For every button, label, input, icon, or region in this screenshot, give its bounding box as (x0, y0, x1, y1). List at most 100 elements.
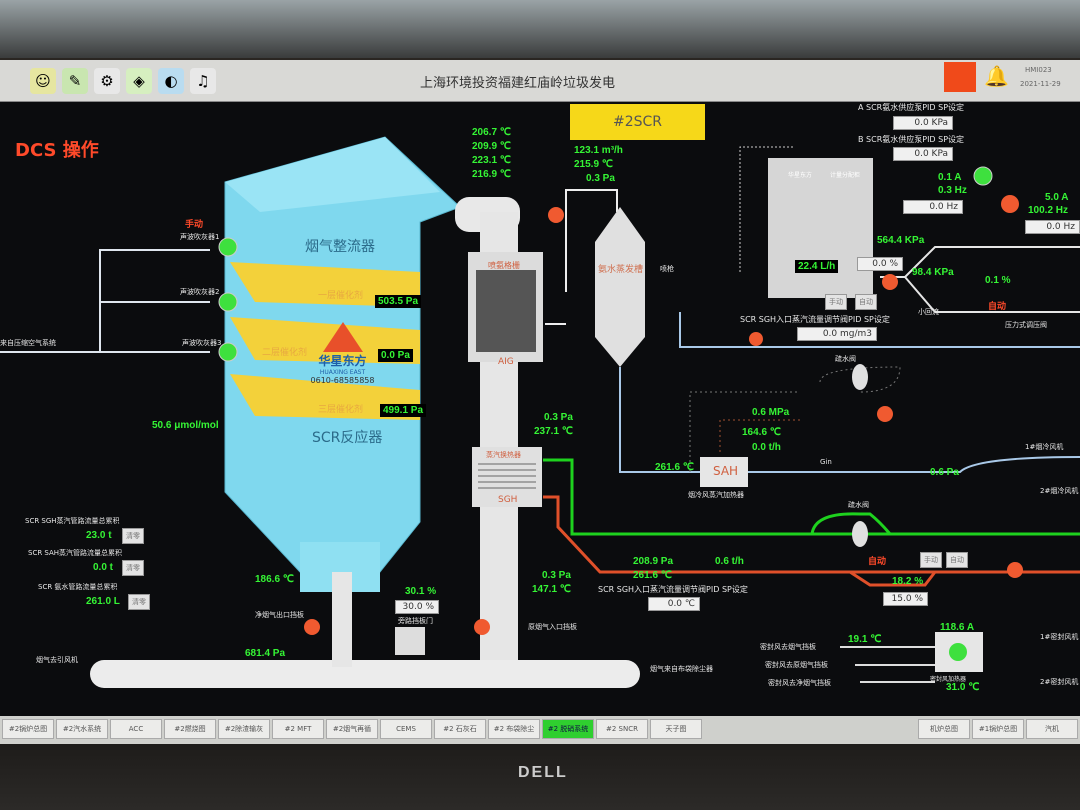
sgh-pid-sp[interactable]: 0.0 mg/m3 (797, 327, 877, 341)
total-nh3-label: SCR 氨水管路流量总累积 (38, 583, 118, 591)
total-sgh-reset[interactable]: 清零 (122, 528, 144, 544)
ammonia-line-values: 123.1 m³/h 215.9 ℃ 0.3 Pa (574, 144, 623, 186)
users-icon[interactable]: ☺ (30, 68, 56, 94)
steam-valve-sp[interactable]: 15.0 % (883, 592, 928, 606)
steam-auto-button[interactable]: 自动 (946, 552, 968, 568)
seal-line-1: 密封风去烟气挡板 (760, 643, 816, 651)
pump-b-freq-sp[interactable]: 0.0 Hz (1025, 220, 1080, 234)
sgh-out-pressure: 0.3 Pa (542, 570, 571, 581)
sgh-label: 蒸汽换热器 (486, 451, 521, 459)
pump-a-motor (973, 166, 993, 186)
steam-drain-label: 疏水阀 (848, 501, 869, 509)
aig-grid (476, 270, 536, 352)
air-pipe (619, 367, 1080, 473)
evaporator-tank (595, 207, 645, 367)
station-id: HMI023 (1025, 66, 1052, 74)
pump-b-pid-sp[interactable]: 0.0 KPa (893, 147, 953, 161)
cabinet-auto-button[interactable]: 自动 (855, 294, 877, 310)
fan-1-label: 1#烟冷风机 (1025, 443, 1064, 451)
blower-mode[interactable]: 手动 (185, 220, 204, 230)
reg-valve-mode[interactable]: 自动 (988, 302, 1007, 312)
seal-fan-1-label: 1#密封风机 (1040, 633, 1079, 641)
sgh-in-temp: 237.1 ℃ (534, 426, 574, 437)
sah-steam-flow: 0.0 t/h (752, 442, 781, 453)
steam-manual-button[interactable]: 手动 (920, 552, 942, 568)
document-icon[interactable]: ♫ (190, 68, 216, 94)
tab-acc[interactable]: ACC (110, 719, 162, 739)
bypass-sp[interactable]: 30.0 % (395, 600, 439, 614)
sah-body (700, 457, 748, 487)
ammonia-valve (548, 207, 564, 223)
sgh-short-label: SGH (498, 495, 518, 505)
compressed-air-pipes (0, 249, 210, 353)
pencil-icon[interactable]: ✎ (62, 68, 88, 94)
logo-mountain-icon (322, 322, 363, 352)
pump-b-pid-label: B SCR氨水供应泵PID SP设定 (858, 135, 965, 144)
logo-phone: 0610-68585858 (310, 376, 375, 385)
drain-trap-upper (852, 364, 868, 390)
drain-valve (877, 406, 893, 422)
inlet-damper (474, 619, 490, 635)
process-graphics (0, 136, 1080, 688)
tab-baghouse[interactable]: #2 布袋除尘 (488, 719, 540, 739)
tab-boiler-1[interactable]: #1锅炉总图 (972, 719, 1024, 739)
seal-air-pipes (840, 646, 935, 683)
total-sah-reset[interactable]: 清零 (122, 560, 144, 576)
sgh-in-pressure: 0.3 Pa (544, 412, 573, 423)
seal-heater-label: 密封风加热器 (930, 676, 967, 683)
ammonia-pressure: 0.3 Pa (586, 173, 615, 184)
inlet-temp-a: 206.7 ℃ (472, 127, 512, 138)
pump-a-freq-sp[interactable]: 0.0 Hz (903, 200, 963, 214)
tab-flue-recirc[interactable]: #2烟气再循 (326, 719, 378, 739)
steam-trace-line (719, 419, 800, 452)
tab-turbine[interactable]: 汽机 (1026, 719, 1078, 739)
logo-brand-en: HUAXING EAST (319, 369, 366, 376)
bell-icon[interactable]: 🔔 (984, 64, 1009, 88)
outlet-damper-label: 净烟气出口挡板 (255, 611, 304, 619)
cabinet-manual-button[interactable]: 手动 (825, 294, 847, 310)
catalyst-layer-3 (230, 374, 420, 420)
blower-2-motor (218, 292, 238, 312)
dcs-operation-label: DCS 操作 (15, 140, 99, 161)
alarm-indicator[interactable] (944, 62, 976, 92)
tab-sncr[interactable]: #2 SNCR (596, 719, 648, 739)
tab-spacer (704, 719, 916, 741)
sgh-out-temp: 147.1 ℃ (532, 584, 572, 595)
seal-air-out-temp: 31.0 ℃ (946, 682, 980, 693)
drain-loop (689, 366, 901, 472)
outlet-damper (304, 619, 320, 635)
total-sah-label: SCR SAH蒸汽管路流量总累积 (28, 549, 123, 557)
tab-limestone[interactable]: #2 石灰石 (434, 719, 486, 739)
tab-boiler[interactable]: #2锅炉总图 (2, 719, 54, 739)
tab-denox[interactable]: #2 脱硝系统 (542, 719, 594, 739)
tab-ash[interactable]: #2除渣输灰 (218, 719, 270, 739)
date: 2021-11-29 (1020, 80, 1061, 88)
globe-icon[interactable]: ◐ (158, 68, 184, 94)
ammonia-flow: 123.1 m³/h (574, 145, 623, 156)
cabinet-valve-sp[interactable]: 0.0 % (857, 257, 903, 271)
duct-pressure: 681.4 Pa (245, 648, 286, 659)
steam-pid-sp[interactable]: 0.0 ℃ (648, 597, 700, 611)
sgh-pid-label: SCR SGH入口蒸汽流量调节阀PID SP设定 (740, 315, 890, 324)
network-icon[interactable]: ⚙ (94, 68, 120, 94)
bypass-damper (395, 627, 425, 655)
tab-mft[interactable]: #2 MFT (272, 719, 324, 739)
pump-b-motor (1001, 195, 1019, 213)
reactor-roof (225, 137, 440, 212)
trend-icon[interactable]: ◈ (126, 68, 152, 94)
steam-valve-mode[interactable]: 自动 (868, 557, 887, 567)
blower-1-motor (218, 237, 238, 257)
logo-brand: 华星东方 (318, 354, 367, 368)
tab-misc[interactable]: 天子图 (650, 719, 702, 739)
pump-a-pid-sp[interactable]: 0.0 KPa (893, 116, 953, 130)
tab-steam-water[interactable]: #2汽水系统 (56, 719, 108, 739)
sah-drain-label: Gin (820, 458, 832, 466)
total-nh3-reset[interactable]: 清零 (128, 594, 150, 610)
tab-unit-overview[interactable]: 机炉总图 (918, 719, 970, 739)
layer-2-name: 二层催化剂 (262, 348, 308, 358)
air-pressure: 0.6 Pa (930, 467, 959, 478)
pump-loop-pipes (880, 246, 1080, 313)
inlet-damper-label: 原烟气入口挡板 (528, 623, 577, 631)
tab-cems[interactable]: CEMS (380, 719, 432, 739)
tab-combustion[interactable]: #2燃烧图 (164, 719, 216, 739)
